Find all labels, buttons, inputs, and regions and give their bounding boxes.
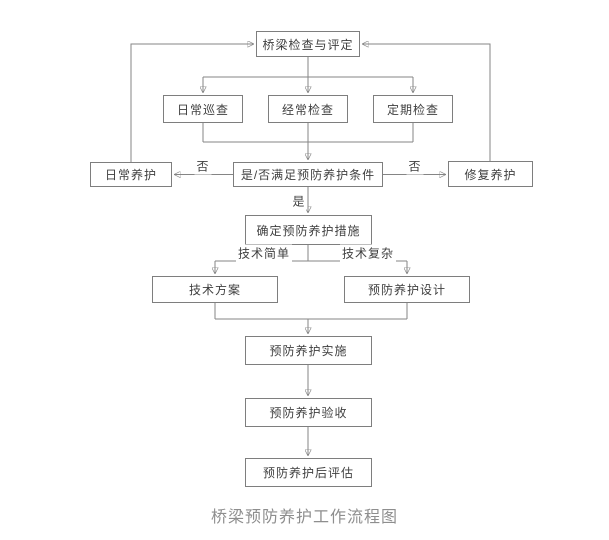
node-bridge-inspection-evaluation: 桥梁检查与评定 (256, 31, 360, 57)
node-post-maintenance-evaluation: 预防养护后评估 (245, 458, 372, 487)
node-preventive-maintenance-design: 预防养护设计 (344, 276, 470, 303)
edge-label-yes: 是 (290, 192, 308, 210)
node-periodic-inspection: 定期检查 (373, 95, 453, 123)
diagram-caption: 桥梁预防养护工作流程图 (210, 509, 398, 526)
edge-label-no-right: 否 (406, 157, 424, 175)
edge-daily-maintenance-feedback (130, 44, 254, 162)
edge-label-technically-complex: 技术复杂 (339, 244, 397, 262)
node-preventive-maintenance-implementation: 预防养护实施 (245, 336, 372, 365)
node-repair-maintenance: 修复养护 (448, 161, 533, 187)
node-preventive-maintenance-acceptance: 预防养护验收 (245, 398, 372, 427)
node-daily-maintenance: 日常养护 (90, 162, 172, 187)
node-technical-plan: 技术方案 (152, 276, 278, 303)
edge-label-no-left: 否 (194, 157, 212, 175)
edge-label-technically-simple: 技术简单 (235, 244, 293, 262)
node-frequent-inspection: 经常检查 (268, 95, 348, 123)
node-preventive-condition-decision: 是/否满足预防养护条件 (233, 162, 383, 187)
node-daily-patrol: 日常巡查 (163, 95, 243, 123)
edge-repair-feedback (362, 44, 491, 161)
node-determine-measures: 确定预防养护措施 (245, 215, 372, 245)
